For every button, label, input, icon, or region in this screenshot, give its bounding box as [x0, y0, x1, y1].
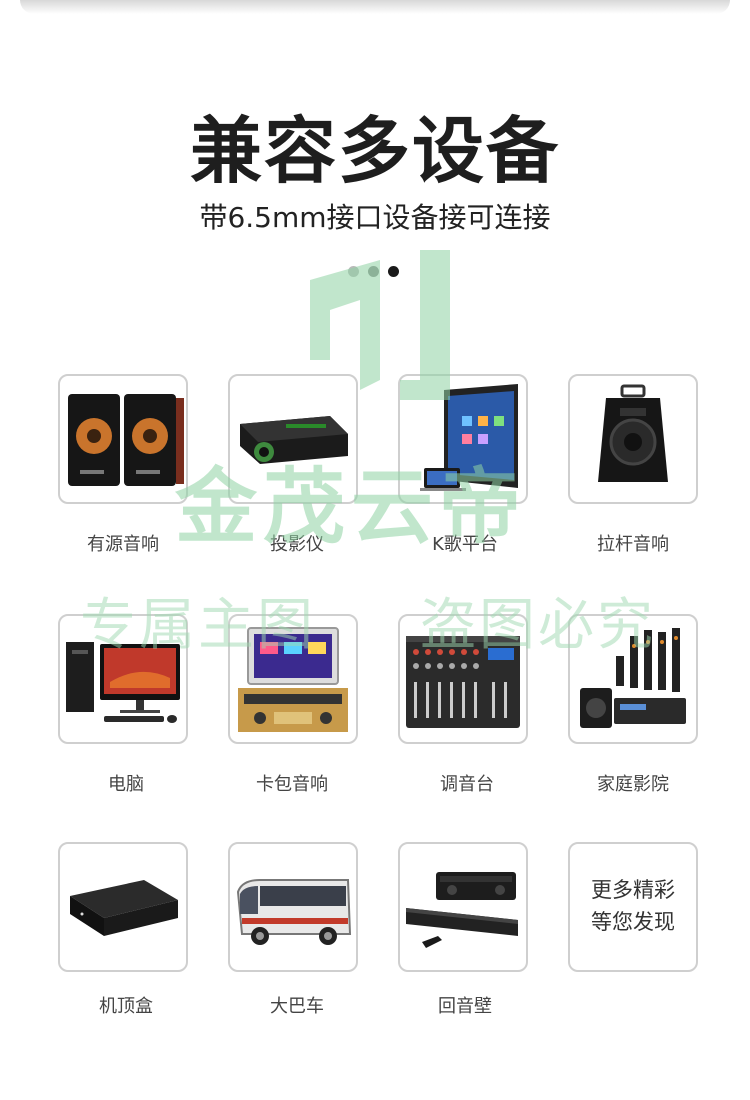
device-tile-bus[interactable] [228, 842, 358, 972]
soundbar-icon [406, 872, 518, 948]
computer-icon [66, 642, 180, 723]
device-tile-computer[interactable] [58, 614, 188, 744]
more-text: 更多精彩 等您发现 [570, 874, 696, 938]
bus-icon [236, 879, 352, 945]
more-line-1: 更多精彩 [591, 878, 675, 902]
carousel-dot-1[interactable] [348, 266, 359, 277]
device-tile-karaoke-platform[interactable] [398, 374, 528, 504]
device-label: 电脑 [108, 774, 144, 795]
carousel-dot-2[interactable] [368, 266, 379, 277]
device-label: 投影仪 [270, 534, 324, 555]
page-title: 兼容多设备 [189, 109, 560, 193]
karaoke-screen-icon [420, 384, 518, 491]
carousel-dot-3-active[interactable] [388, 266, 399, 277]
speakers-icon [68, 394, 184, 486]
carousel-dots [348, 266, 399, 277]
device-label: 机顶盒 [99, 996, 153, 1017]
projector-icon [240, 416, 348, 464]
top-shadow-divider [20, 0, 730, 14]
device-label: 大巴车 [270, 996, 324, 1017]
device-tile-soundbar[interactable] [398, 842, 528, 972]
trolley-speaker-icon [598, 384, 668, 482]
device-tile-set-top-box[interactable] [58, 842, 188, 972]
device-label: K歌平台 [432, 534, 498, 555]
set-top-box-icon [70, 880, 178, 936]
home-theater-icon [580, 628, 686, 728]
device-label: 回音壁 [438, 996, 492, 1017]
device-tile-trolley-speaker[interactable] [568, 374, 698, 504]
cabinet-speaker-icon [238, 627, 348, 732]
device-label: 家庭影院 [597, 774, 669, 795]
device-tile-cabinet-speaker[interactable] [228, 614, 358, 744]
device-tile-active-speakers[interactable] [58, 374, 188, 504]
page-subtitle: 带6.5mm接口设备接可连接 [199, 201, 551, 234]
device-tile-more[interactable]: 更多精彩 等您发现 [568, 842, 698, 972]
device-label: 调音台 [440, 774, 494, 795]
device-tile-home-theater[interactable] [568, 614, 698, 744]
mixer-icon [406, 636, 520, 728]
device-tile-projector[interactable] [228, 374, 358, 504]
device-label: 卡包音响 [256, 774, 328, 795]
more-line-2: 等您发现 [591, 910, 675, 934]
device-label: 拉杆音响 [597, 534, 669, 555]
device-tile-mixer[interactable] [398, 614, 528, 744]
device-label: 有源音响 [87, 534, 159, 555]
